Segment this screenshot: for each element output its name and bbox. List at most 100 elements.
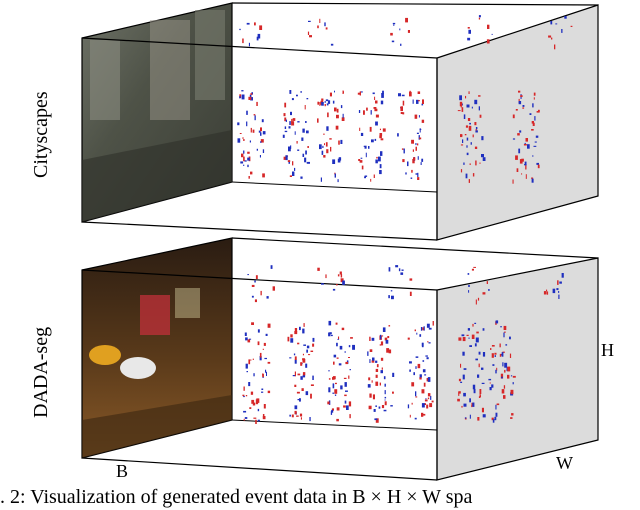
event-point <box>336 342 338 347</box>
event-point <box>294 328 298 333</box>
event-point <box>335 125 339 130</box>
event-point <box>326 126 329 131</box>
event-point <box>289 90 292 94</box>
event-point <box>533 92 536 96</box>
event-point <box>525 174 527 179</box>
event-point <box>328 378 331 380</box>
event-point <box>474 343 477 347</box>
event-point <box>305 150 307 155</box>
event-point <box>427 377 431 382</box>
event-point <box>334 394 337 396</box>
event-point <box>482 352 486 357</box>
event-point <box>317 25 319 29</box>
event-point <box>415 173 418 175</box>
event-point <box>309 417 311 422</box>
figure-caption-text: g. 2: Visualization of generated event d… <box>0 486 473 508</box>
event-point <box>364 175 368 177</box>
event-point <box>285 155 288 161</box>
event-point <box>496 403 500 406</box>
event-point <box>482 292 486 295</box>
event-point <box>467 27 470 29</box>
event-point <box>322 145 324 148</box>
event-point <box>262 416 266 420</box>
event-point <box>468 91 470 94</box>
event-point <box>309 35 312 38</box>
event-point <box>306 130 309 134</box>
event-point <box>250 97 253 101</box>
cityscapes-far-face <box>436 4 599 241</box>
event-point <box>244 160 247 162</box>
event-point <box>420 162 422 165</box>
event-point <box>472 323 474 327</box>
event-point <box>343 405 346 408</box>
event-point <box>491 384 494 388</box>
event-point <box>292 171 295 176</box>
event-point <box>466 334 469 336</box>
event-point <box>518 101 522 105</box>
event-point <box>239 133 242 134</box>
event-point <box>253 373 255 377</box>
event-point <box>561 273 564 278</box>
event-point <box>305 121 307 123</box>
event-point <box>415 356 419 358</box>
event-point <box>289 357 292 359</box>
event-point <box>375 114 379 118</box>
event-point <box>421 119 425 123</box>
event-point <box>531 129 534 131</box>
event-point <box>402 159 405 163</box>
event-point <box>310 350 314 352</box>
event-point <box>475 127 478 130</box>
event-point <box>319 102 321 106</box>
event-point <box>491 353 494 358</box>
event-point <box>427 397 430 400</box>
event-point <box>300 176 303 179</box>
event-point <box>472 134 474 138</box>
event-point <box>251 295 254 298</box>
event-point <box>346 405 349 410</box>
event-point <box>243 386 245 391</box>
dada-seg-event-points <box>242 265 564 424</box>
event-point <box>384 383 386 387</box>
event-point <box>422 327 424 331</box>
event-point <box>468 179 470 183</box>
event-point <box>503 332 505 338</box>
event-point <box>465 125 468 128</box>
event-point <box>457 398 460 402</box>
event-point <box>243 396 245 398</box>
event-point <box>250 359 252 361</box>
event-point <box>390 405 393 407</box>
event-point <box>491 417 494 421</box>
event-point <box>372 92 375 95</box>
event-point <box>297 121 300 123</box>
event-point <box>308 354 311 356</box>
event-point <box>463 392 466 397</box>
event-point <box>415 143 417 146</box>
row-label-cityscapes: Cityscapes <box>30 91 52 178</box>
event-point <box>463 114 466 119</box>
event-point <box>265 369 267 373</box>
event-point <box>306 349 308 353</box>
event-point <box>397 133 399 137</box>
event-point <box>367 384 371 388</box>
event-point <box>409 90 411 96</box>
event-point <box>297 342 300 345</box>
event-point <box>409 291 412 296</box>
event-point <box>348 375 350 379</box>
event-point <box>324 101 326 103</box>
event-point <box>266 296 269 299</box>
event-point <box>390 290 393 292</box>
event-point <box>337 274 340 277</box>
event-point <box>254 115 256 121</box>
event-point <box>464 417 467 419</box>
event-point <box>391 295 394 300</box>
event-point <box>375 418 379 423</box>
event-point <box>428 342 431 344</box>
event-point <box>401 94 405 97</box>
event-point <box>384 390 386 395</box>
event-point <box>328 370 330 372</box>
event-point <box>525 164 527 170</box>
event-point <box>306 98 309 100</box>
event-point <box>344 351 346 353</box>
event-point <box>421 342 424 347</box>
event-point <box>504 369 506 373</box>
